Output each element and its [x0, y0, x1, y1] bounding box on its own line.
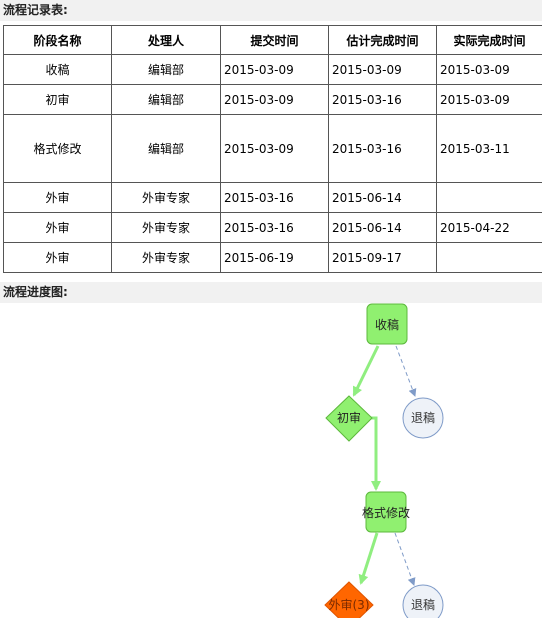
cell-actual-time: 2015-03-11 [436, 114, 542, 183]
cell-estimated-time: 2015-09-17 [328, 242, 437, 273]
records-header-row: 阶段名称 处理人 提交时间 估计完成时间 实际完成时间 [3, 25, 542, 55]
node-reject-2[interactable]: 退稿 [402, 584, 444, 618]
cell-stage: 收稿 [3, 54, 112, 85]
cell-estimated-time: 2015-03-09 [328, 54, 437, 85]
table-row: 外审 外审专家 2015-03-16 2015-06-14 2015-04-22 [3, 212, 542, 243]
cell-submit-time: 2015-03-09 [220, 114, 329, 183]
table-row: 外审 外审专家 2015-03-16 2015-06-14 [3, 182, 542, 213]
edge-format-to-reject [394, 532, 416, 586]
node-receive[interactable]: 收稿 [366, 303, 408, 345]
header-estimated-time: 估计完成时间 [328, 25, 437, 55]
cell-submit-time: 2015-03-09 [220, 54, 329, 85]
cell-estimated-time: 2015-06-14 [328, 182, 437, 213]
progress-section-title: 流程进度图: [0, 282, 542, 303]
cell-estimated-time: 2015-03-16 [328, 114, 437, 183]
node-first-review[interactable]: 初审 [325, 395, 373, 442]
node-first-review-label: 初审 [337, 410, 361, 425]
cell-actual-time [436, 242, 542, 273]
process-flow-diagram: 收稿 退稿 初审 格式修改 退稿 外审(3) [324, 303, 444, 618]
cell-handler: 外审专家 [111, 212, 221, 243]
cell-estimated-time: 2015-06-14 [328, 212, 437, 243]
table-row: 外审 外审专家 2015-06-19 2015-09-17 [3, 242, 542, 273]
header-handler: 处理人 [111, 25, 221, 55]
cell-stage: 外审 [3, 242, 112, 273]
cell-actual-time: 2015-04-22 [436, 212, 542, 243]
table-row: 格式修改 编辑部 2015-03-09 2015-03-16 2015-03-1… [3, 114, 542, 183]
edge-format-to-external [358, 532, 379, 585]
cell-handler: 编辑部 [111, 114, 221, 183]
cell-actual-time: 2015-03-09 [436, 54, 542, 85]
table-row: 收稿 编辑部 2015-03-09 2015-03-09 2015-03-09 [3, 54, 542, 85]
node-format-revise-label: 格式修改 [362, 505, 410, 520]
cell-handler: 编辑部 [111, 84, 221, 115]
cell-stage: 外审 [3, 212, 112, 243]
records-table: 阶段名称 处理人 提交时间 估计完成时间 实际完成时间 收稿 编辑部 2015-… [3, 25, 542, 273]
cell-stage: 格式修改 [3, 114, 112, 183]
header-stage-name: 阶段名称 [3, 25, 112, 55]
cell-submit-time: 2015-03-16 [220, 182, 329, 213]
records-section-title: 流程记录表: [0, 0, 542, 21]
edge-receive-to-first-review [352, 345, 380, 397]
cell-stage: 外审 [3, 182, 112, 213]
table-row: 初审 编辑部 2015-03-09 2015-03-16 2015-03-09 [3, 84, 542, 115]
cell-actual-time: 2015-03-09 [436, 84, 542, 115]
node-reject-1[interactable]: 退稿 [402, 397, 444, 439]
cell-submit-time: 2015-03-16 [220, 212, 329, 243]
edge-receive-to-reject [395, 345, 417, 397]
header-submit-time: 提交时间 [220, 25, 329, 55]
node-reject-2-label: 退稿 [411, 597, 435, 612]
edge-first-review-to-format [364, 416, 381, 491]
header-actual-time: 实际完成时间 [436, 25, 542, 55]
cell-handler: 外审专家 [111, 242, 221, 273]
cell-handler: 编辑部 [111, 54, 221, 85]
cell-actual-time [436, 182, 542, 213]
node-external-review[interactable]: 外审(3) [324, 581, 374, 618]
cell-submit-time: 2015-03-09 [220, 84, 329, 115]
node-reject-1-label: 退稿 [411, 410, 435, 425]
cell-handler: 外审专家 [111, 182, 221, 213]
cell-estimated-time: 2015-03-16 [328, 84, 437, 115]
cell-stage: 初审 [3, 84, 112, 115]
node-format-revise[interactable]: 格式修改 [362, 491, 410, 533]
node-external-review-label: 外审(3) [329, 597, 370, 612]
cell-submit-time: 2015-06-19 [220, 242, 329, 273]
node-receive-label: 收稿 [375, 317, 399, 332]
